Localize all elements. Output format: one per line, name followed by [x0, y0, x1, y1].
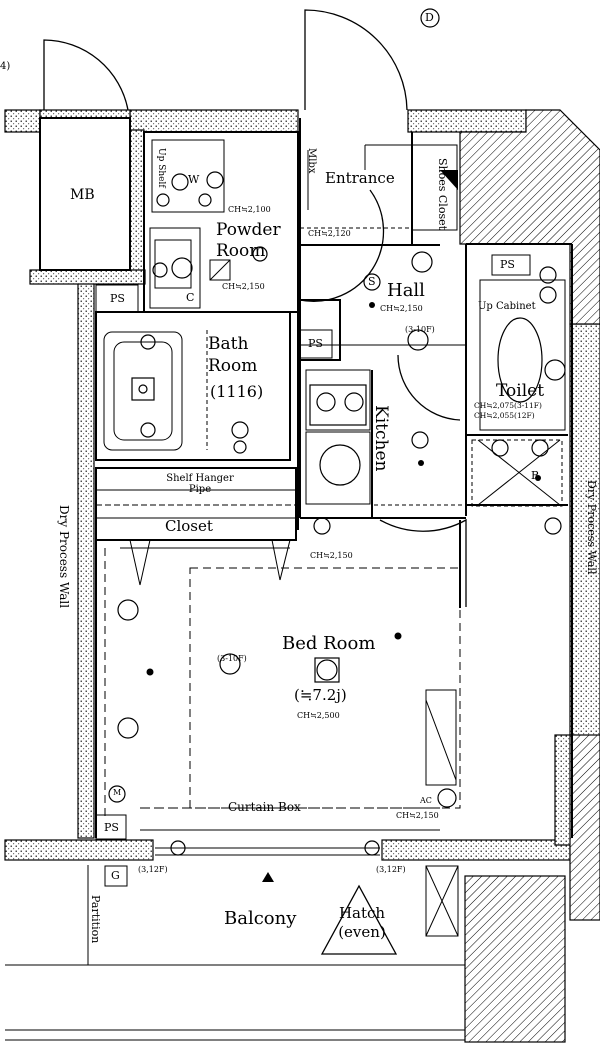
- bath-room-label: Bath Room: [208, 333, 272, 377]
- shelf-hanger-text: Shelf Hanger Pipe: [166, 473, 234, 495]
- door-arcs: [43, 9, 467, 607]
- ch-note-toilet-1: CH≒2,075(3-11F): [474, 401, 542, 410]
- powder-room-text: Powder Room: [216, 220, 281, 261]
- d-mark: D: [425, 11, 434, 24]
- light-dots: [146, 170, 541, 882]
- floor-note-balcony-left: (3,12F): [138, 865, 168, 874]
- ps-label-3: PS: [308, 337, 323, 350]
- ch-note-bedroom: CH≒2,500: [297, 711, 340, 720]
- up-shelf-label: Up Shelf: [156, 148, 166, 188]
- r-mark: R: [531, 469, 540, 482]
- up-cabinet-label: Up Cabinet: [478, 301, 536, 312]
- ps-label-1: PS: [110, 292, 125, 305]
- edge-mark: 4): [0, 61, 11, 72]
- hatch-label: Hatch (even): [330, 904, 394, 942]
- toilet-label: Toilet: [496, 381, 545, 401]
- fixtures: [108, 8, 566, 856]
- c-mark: C: [186, 291, 195, 304]
- entrance-label: Entrance: [325, 169, 395, 187]
- ch-note-hall: CH≒2,150: [380, 304, 423, 313]
- hatched-blocks: [459, 109, 600, 1043]
- mb-box: [39, 117, 131, 271]
- partition-label: Partition: [89, 895, 102, 944]
- ch-note-toilet-2: CH≒2,055(12F): [474, 411, 535, 420]
- mb-label: MB: [70, 187, 95, 203]
- ch-note-closet: CH≒2,150: [310, 551, 353, 560]
- dry-process-wall-left: Dry Process Wall: [57, 505, 71, 609]
- ch-note-powder-upper: CH≒2,100: [228, 205, 271, 214]
- hall-label: Hall: [387, 280, 425, 301]
- w-mark: W: [188, 173, 200, 186]
- ps-label-2: PS: [500, 258, 515, 271]
- m-mark: M: [113, 788, 122, 797]
- balcony-label: Balcony: [224, 908, 297, 929]
- hatch-triangle: [320, 884, 398, 955]
- ch-note-powder: CH≒2,150: [222, 282, 265, 291]
- milbox-label: Mlbx: [306, 148, 317, 174]
- ch-note-window: CH≒2,150: [396, 811, 439, 820]
- bed-size-label: (≒7.2j): [294, 686, 347, 704]
- shoes-closet-label: Shoes Closet: [436, 158, 449, 231]
- closet-label: Closet: [165, 517, 213, 535]
- g-mark: G: [111, 869, 120, 882]
- s-mark: S: [368, 275, 376, 288]
- bed-room-label: Bed Room: [282, 633, 376, 654]
- powder-room-label: Powder Room: [216, 220, 296, 262]
- ps-label-4: PS: [104, 821, 119, 834]
- curtain-box-label: Curtain Box: [228, 800, 301, 814]
- floor-note-hall: (3-10F): [405, 325, 435, 334]
- kitchen-label: Kitchen: [371, 405, 391, 472]
- dry-process-wall-right: Dry Process Wall: [585, 480, 598, 575]
- ac-mark: AC: [420, 796, 432, 805]
- ch-note-entrance: CH≒2,120: [308, 229, 351, 238]
- bath-room-text: Bath Room: [208, 334, 258, 376]
- floor-note-bedroom: (3-10F): [217, 654, 247, 663]
- floor-note-balcony-right: (3,12F): [376, 865, 406, 874]
- shelf-hanger-label: Shelf Hanger Pipe: [160, 473, 240, 495]
- hatch-text: Hatch (even): [338, 904, 386, 941]
- bath-size-label: (1116): [210, 382, 264, 401]
